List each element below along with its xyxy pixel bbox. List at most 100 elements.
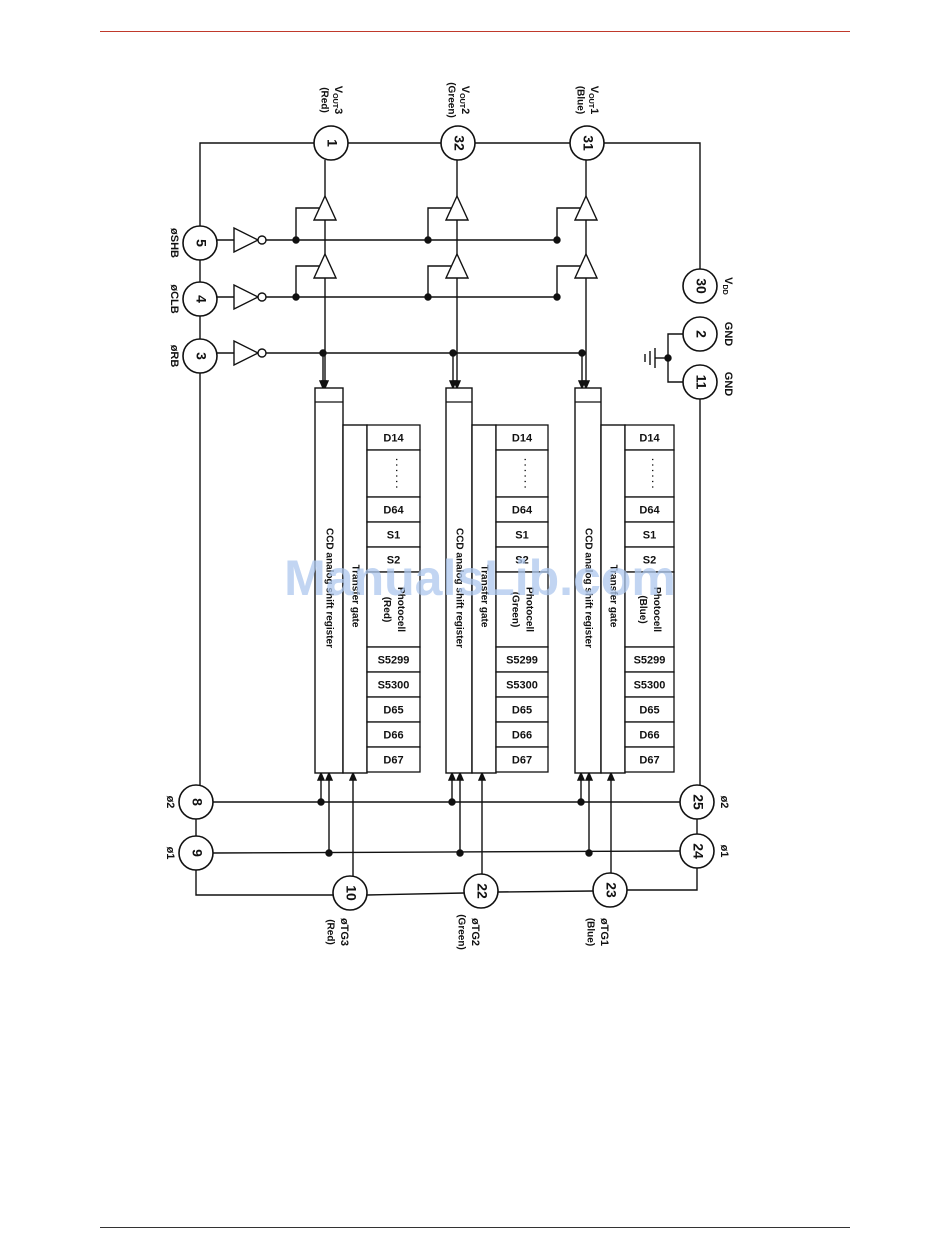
sample-hold-buffer bbox=[312, 194, 338, 221]
wire bbox=[427, 207, 451, 240]
cell-label: S2 bbox=[515, 555, 528, 567]
wire bbox=[604, 142, 701, 269]
arrow bbox=[581, 380, 591, 390]
pin-label-clb: øCLB bbox=[168, 284, 180, 313]
junction-dot bbox=[553, 293, 561, 301]
phi1-label: ø1 bbox=[718, 845, 730, 858]
tg-color: (Red) bbox=[324, 919, 335, 945]
inverter-clb-bubble bbox=[257, 292, 267, 302]
vout-label: VOUT1 bbox=[587, 86, 600, 115]
wire bbox=[497, 890, 594, 893]
cell-label: D66 bbox=[383, 730, 403, 742]
cell-label: D65 bbox=[383, 705, 403, 717]
arrow bbox=[455, 771, 465, 781]
pin-number: 30 bbox=[693, 278, 709, 294]
pin-number: 9 bbox=[189, 849, 205, 857]
cell-label: S2 bbox=[643, 555, 656, 567]
phi2-label: ø2 bbox=[718, 796, 730, 809]
wire bbox=[366, 892, 465, 896]
photocell-segment bbox=[624, 696, 675, 723]
inverter-rb-bubble bbox=[257, 348, 267, 358]
photocell-segment bbox=[495, 546, 549, 573]
ccd-label: CCD analog shift register bbox=[453, 528, 464, 648]
label-subscript: DD bbox=[721, 285, 729, 295]
label-main: V bbox=[722, 277, 734, 285]
photocell-segment bbox=[495, 746, 549, 773]
pin-number: 22 bbox=[474, 883, 490, 899]
pin-label-shb: øSHB bbox=[168, 228, 180, 258]
photocell-segment bbox=[366, 424, 421, 451]
pin-10 bbox=[332, 875, 368, 911]
pin-30 bbox=[682, 268, 718, 304]
photocell-color: (Green) bbox=[509, 592, 520, 628]
vdd-label: VDD bbox=[721, 277, 734, 295]
tg-label: øTG1 bbox=[598, 918, 610, 946]
cell-label: D14 bbox=[383, 433, 404, 445]
vout-color: (Green) bbox=[445, 82, 456, 118]
sample-hold-buffer bbox=[444, 194, 470, 221]
cell-label: · · · · · · bbox=[648, 458, 658, 489]
junction-dot bbox=[553, 236, 561, 244]
pin-32 bbox=[440, 125, 476, 161]
cell-label: S5299 bbox=[506, 655, 538, 667]
photocell-color: (Red) bbox=[381, 597, 392, 623]
clamp-buffer bbox=[573, 252, 599, 279]
wire bbox=[627, 868, 698, 891]
transfer-gate bbox=[471, 424, 497, 774]
buffers bbox=[233, 194, 599, 367]
photocell-segment bbox=[495, 496, 549, 523]
arrow bbox=[606, 771, 616, 781]
arrow bbox=[447, 771, 457, 781]
junction-dot bbox=[424, 236, 432, 244]
cell-label: D64 bbox=[383, 505, 404, 517]
pin-22 bbox=[463, 873, 499, 909]
header-rule bbox=[100, 31, 850, 32]
label-suffix: 1 bbox=[588, 108, 600, 114]
photocell-segment bbox=[366, 696, 421, 723]
photocell-segment bbox=[624, 546, 675, 573]
inverter-shb-bubble bbox=[257, 235, 267, 245]
vout-color: (Blue) bbox=[574, 86, 585, 114]
cell-label: D67 bbox=[639, 755, 659, 767]
pin-9 bbox=[178, 835, 214, 871]
wire bbox=[199, 142, 314, 226]
vout-color: (Red) bbox=[318, 87, 329, 113]
cell-label: S5300 bbox=[634, 680, 666, 692]
transfer-gate bbox=[342, 424, 368, 774]
pin-number: 2 bbox=[693, 330, 709, 338]
pin-number: 1 bbox=[324, 139, 340, 147]
junction-dot bbox=[292, 293, 300, 301]
pin-number: 4 bbox=[193, 295, 209, 303]
label-main: V bbox=[332, 86, 344, 94]
pin-24 bbox=[679, 833, 715, 869]
ccd-shift-register bbox=[574, 387, 602, 774]
gate-label: Transfer gate bbox=[607, 565, 618, 628]
label-suffix: 2 bbox=[459, 108, 471, 114]
cell-label: S1 bbox=[387, 530, 400, 542]
photocell-segment bbox=[366, 746, 421, 773]
register-blocks bbox=[314, 387, 675, 774]
photocell-segment bbox=[624, 571, 675, 648]
cell-label: D14 bbox=[512, 433, 533, 445]
cell-label: S5299 bbox=[634, 655, 666, 667]
arrow bbox=[584, 771, 594, 781]
pin-5 bbox=[182, 225, 218, 261]
label-subscript: OUT bbox=[587, 93, 595, 109]
photocell-segment bbox=[495, 646, 549, 673]
arrow bbox=[452, 380, 462, 390]
cell-label: D64 bbox=[639, 505, 660, 517]
photocell-segment bbox=[366, 546, 421, 573]
pin-31 bbox=[569, 125, 605, 161]
cell-label: D14 bbox=[639, 433, 660, 445]
arrow bbox=[324, 771, 334, 781]
photocell-label: Photocell bbox=[523, 587, 534, 632]
vout-label: VOUT3 bbox=[331, 86, 344, 115]
arrow bbox=[316, 771, 326, 781]
tg-label: øTG3 bbox=[338, 918, 350, 946]
clamp-buffer bbox=[444, 252, 470, 279]
cell-label: S5300 bbox=[378, 680, 410, 692]
cell-label: D67 bbox=[383, 755, 403, 767]
photocell-segment bbox=[495, 721, 549, 748]
